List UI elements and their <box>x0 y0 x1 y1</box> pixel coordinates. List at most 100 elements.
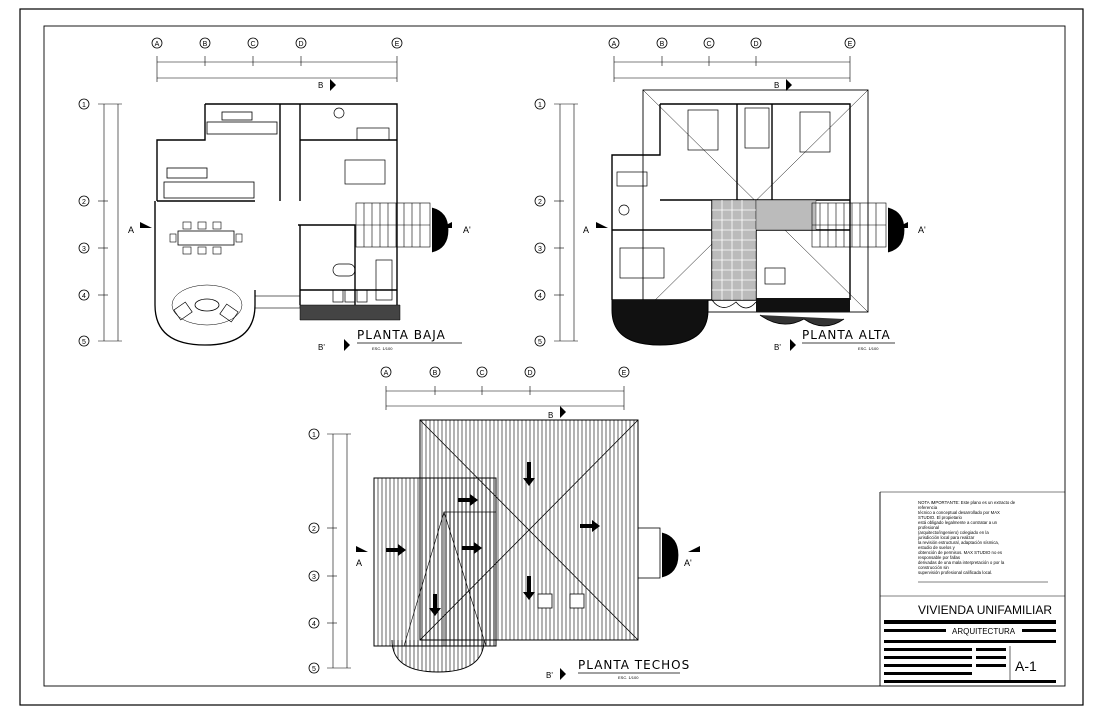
title-rule <box>884 664 972 667</box>
grid-label: 5 <box>82 339 86 346</box>
project-title: VIVIENDA UNIFAMILIAR <box>918 603 1052 617</box>
grid-label: A <box>384 370 389 377</box>
grid-bubble-row: 3 <box>308 570 320 582</box>
round-table-outer <box>171 284 243 326</box>
section-a-left: A <box>128 222 152 235</box>
grid-label: D <box>753 41 758 48</box>
grid-bubble-col: A <box>380 366 392 378</box>
grid-bubble-row: 1 <box>78 98 90 110</box>
section-label: A <box>356 558 362 568</box>
ground-grid-rows: 1 2 3 4 5 <box>78 98 90 347</box>
ground-furniture <box>332 107 393 303</box>
grid-label: 4 <box>82 293 86 300</box>
upper-section-a-right: A' <box>896 222 926 235</box>
grid-label: B <box>203 41 208 48</box>
section-label: A' <box>463 225 471 235</box>
upper-roof-outline <box>642 89 869 313</box>
roof-plan-title: PLANTA TECHOS <box>578 658 690 672</box>
section-label: B <box>774 81 779 90</box>
title-rule <box>884 648 972 651</box>
section-label: B <box>548 411 553 420</box>
grid-label: 4 <box>538 293 542 300</box>
upper-section-b-top: B <box>774 79 792 91</box>
ground-walls <box>154 103 398 305</box>
section-label: A' <box>918 225 926 235</box>
grid-label: A <box>155 41 160 48</box>
upper-vertical-dimensions <box>554 103 578 342</box>
roof-section-a-right: A' <box>684 546 700 568</box>
dining-chairs <box>169 221 243 255</box>
grid-bubble-col: D <box>750 37 762 49</box>
grid-bubble-row: 4 <box>534 289 546 301</box>
skylight <box>569 593 585 609</box>
grid-bubble-col: A <box>608 37 620 49</box>
grid-bubble-row: 1 <box>308 428 320 440</box>
upper-corridor-tiles <box>711 199 817 301</box>
upper-grid-columns: A B C D E <box>608 37 856 49</box>
grid-bubble-col: C <box>476 366 488 378</box>
section-label: B' <box>546 671 553 680</box>
porch-roof <box>637 527 661 579</box>
grid-bubble-col: B <box>199 37 211 49</box>
title-rule <box>884 680 1056 683</box>
grid-bubble-row: 2 <box>308 522 320 534</box>
upper-balcony-hatch <box>756 298 850 312</box>
grid-label: E <box>395 41 400 48</box>
grid-label: A <box>612 41 617 48</box>
grid-bubble-col: C <box>703 37 715 49</box>
section-b-bottom: B' <box>318 339 350 352</box>
grid-label: 4 <box>312 621 316 628</box>
roof-section-b-top: B <box>548 406 566 420</box>
disclaimer-note: NOTA IMPORTANTE: Este plano es un extrac… <box>917 500 1016 575</box>
title-rule <box>884 640 1056 643</box>
sheet-number: A-1 <box>1015 658 1037 674</box>
grid-bubble-col: E <box>844 37 856 49</box>
note-line: derivadas de una mala interpretación o p… <box>918 560 1005 565</box>
note-line: (arquitecto/ingeniero) colegiado en la <box>918 530 989 535</box>
roof-grid-rows: 1 2 3 4 5 <box>308 428 320 674</box>
title-rule <box>976 656 1006 659</box>
upper-section-a-left: A <box>583 222 608 235</box>
section-a-right: A' <box>440 222 471 235</box>
inner-border <box>43 25 1066 687</box>
grid-bubble-col: B <box>429 366 441 378</box>
bay-roof <box>391 639 485 673</box>
roof-landscape-shrub <box>661 532 679 578</box>
grid-label: B <box>433 370 438 377</box>
ground-stairs <box>355 202 431 248</box>
ground-hatch-base <box>299 304 401 321</box>
ground-floor-plan: A B C D E 1 2 3 4 5 <box>78 37 471 352</box>
grid-bubble-row: 4 <box>78 289 90 301</box>
upper-section-b-bottom: B' <box>774 339 796 352</box>
roof-grid-columns: A B C D E <box>380 366 630 378</box>
roof-plan-scale: ESC. 1/100 <box>618 675 639 680</box>
note-line: obtención de permisos. MAX STUDIO no es <box>918 550 1002 555</box>
section-label: A' <box>684 558 692 568</box>
grid-label: 3 <box>538 246 542 253</box>
note-line: responsable por fallas <box>918 555 960 560</box>
title-rule <box>884 672 972 675</box>
note-line: referencia <box>918 505 938 510</box>
roof-vertical-dimensions <box>327 433 351 669</box>
note-line: jurisdicción local para realizar <box>917 535 975 540</box>
roof-dimension-lines <box>385 386 625 410</box>
grid-bubble-row: 4 <box>308 617 320 629</box>
grid-label: 5 <box>538 339 542 346</box>
title-rule <box>884 620 1056 624</box>
note-line: técnico a conceptual desarrollado por MA… <box>918 510 1000 515</box>
dining-table <box>177 230 235 246</box>
roof-inner-panel <box>443 511 497 647</box>
grid-label: E <box>622 370 627 377</box>
section-label: B' <box>774 343 781 352</box>
grid-label: 1 <box>538 102 542 109</box>
grid-label: E <box>848 41 853 48</box>
grid-bubble-row: 2 <box>534 195 546 207</box>
grid-bubble-col: A <box>151 37 163 49</box>
grid-bubble-row: 2 <box>78 195 90 207</box>
chair <box>219 303 239 323</box>
title-rule <box>976 648 1006 651</box>
note-line: la revisión estructural, adaptación sísm… <box>918 540 999 545</box>
ground-dimension-lines <box>156 56 398 82</box>
title-block: NOTA IMPORTANTE: Este plano es un extrac… <box>879 491 1065 686</box>
note-line: supervisión profesional calificada local… <box>918 570 992 575</box>
